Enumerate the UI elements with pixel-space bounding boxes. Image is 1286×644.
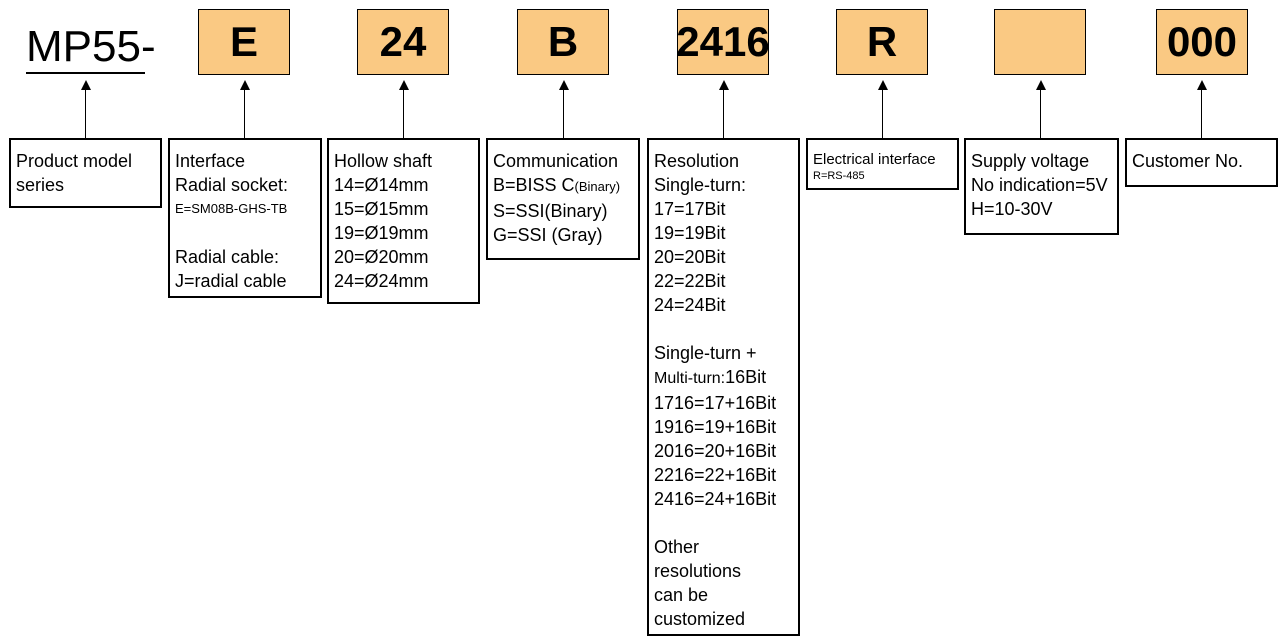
desc-line: 22=22Bit (654, 271, 726, 291)
desc-line: customized (654, 609, 746, 629)
desc-line: 15=Ø15mm (334, 199, 429, 219)
arrow-shaft (398, 80, 410, 138)
desc-line: Single-turn: (654, 175, 747, 195)
arrow-interface (239, 80, 251, 138)
desc-line: J=radial cable (175, 271, 287, 291)
desc-line-part: (Binary) (574, 179, 621, 194)
model-prefix-underline (26, 72, 145, 74)
desc-line: Radial socket: (175, 175, 289, 195)
desc-line: B=BISS C(Binary) (493, 173, 638, 199)
desc-line-part: Multi-turn: (654, 370, 726, 387)
arrow-voltage (1035, 80, 1047, 138)
desc-line: Electrical interface (813, 151, 936, 168)
desc-box-resolution: Resolution Single-turn: 17=17Bit 19=19Bi… (647, 138, 800, 636)
desc-box-electrical: Electrical interface R=RS-485 (806, 138, 959, 190)
desc-line: resolutions (654, 561, 742, 581)
desc-line: 19=Ø19mm (334, 223, 429, 243)
desc-line: Product model (16, 151, 133, 171)
desc-line: 20=20Bit (654, 247, 726, 267)
desc-line: 24=Ø24mm (334, 271, 429, 291)
desc-line: Radial cable: (175, 247, 280, 267)
desc-line: Interface (175, 151, 246, 171)
desc-line: Hollow shaft (334, 151, 433, 171)
desc-line-part: 16Bit (725, 367, 767, 387)
arrow-communication (558, 80, 570, 138)
code-box-interface: E (198, 9, 290, 75)
model-prefix: MP55- (26, 22, 156, 71)
desc-line: 2016=20+16Bit (654, 441, 777, 461)
desc-line: Multi-turn:16Bit (654, 365, 798, 391)
arrow-product (80, 80, 92, 138)
desc-line: 14=Ø14mm (334, 175, 429, 195)
arrow-electrical (877, 80, 889, 138)
code-box-customer: 000 (1156, 9, 1248, 75)
desc-line: 17=17Bit (654, 199, 726, 219)
desc-line: can be (654, 585, 709, 605)
desc-line: R=RS-485 (813, 170, 865, 182)
code-box-communication: B (517, 9, 609, 75)
desc-line: Other (654, 537, 700, 557)
desc-line: 20=Ø20mm (334, 247, 429, 267)
desc-line: 1916=19+16Bit (654, 417, 777, 437)
desc-line: 19=19Bit (654, 223, 726, 243)
desc-line: 2216=22+16Bit (654, 465, 777, 485)
desc-line: 2416=24+16Bit (654, 489, 777, 509)
desc-line: G=SSI (Gray) (493, 225, 603, 245)
arrow-customer (1196, 80, 1208, 138)
desc-line: No indication=5V (971, 175, 1108, 195)
desc-line: Resolution (654, 151, 740, 171)
desc-line: series (16, 175, 65, 195)
desc-line: E=SM08B-GHS-TB (175, 201, 288, 216)
code-box-voltage (994, 9, 1086, 75)
desc-box-product: Product model series (9, 138, 162, 208)
desc-line: 1716=17+16Bit (654, 393, 777, 413)
desc-line: Communication (493, 151, 619, 171)
desc-line: H=10-30V (971, 199, 1053, 219)
arrow-resolution (718, 80, 730, 138)
desc-box-communication: Communication B=BISS C(Binary) S=SSI(Bin… (486, 138, 640, 260)
desc-box-voltage: Supply voltage No indication=5V H=10-30V (964, 138, 1119, 235)
desc-line: Single-turn + (654, 343, 757, 363)
desc-box-interface: Interface Radial socket: E=SM08B-GHS-TB … (168, 138, 322, 298)
desc-box-shaft: Hollow shaft 14=Ø14mm 15=Ø15mm 19=Ø19mm … (327, 138, 480, 304)
code-box-shaft: 24 (357, 9, 449, 75)
desc-line: Supply voltage (971, 151, 1090, 171)
desc-line: 24=24Bit (654, 295, 726, 315)
desc-line: S=SSI(Binary) (493, 201, 608, 221)
desc-box-customer: Customer No. (1125, 138, 1278, 187)
desc-line-part: B=BISS C (493, 175, 575, 195)
code-box-resolution: 2416 (676, 9, 770, 75)
desc-line: Customer No. (1132, 151, 1244, 171)
code-box-electrical: R (836, 9, 928, 75)
